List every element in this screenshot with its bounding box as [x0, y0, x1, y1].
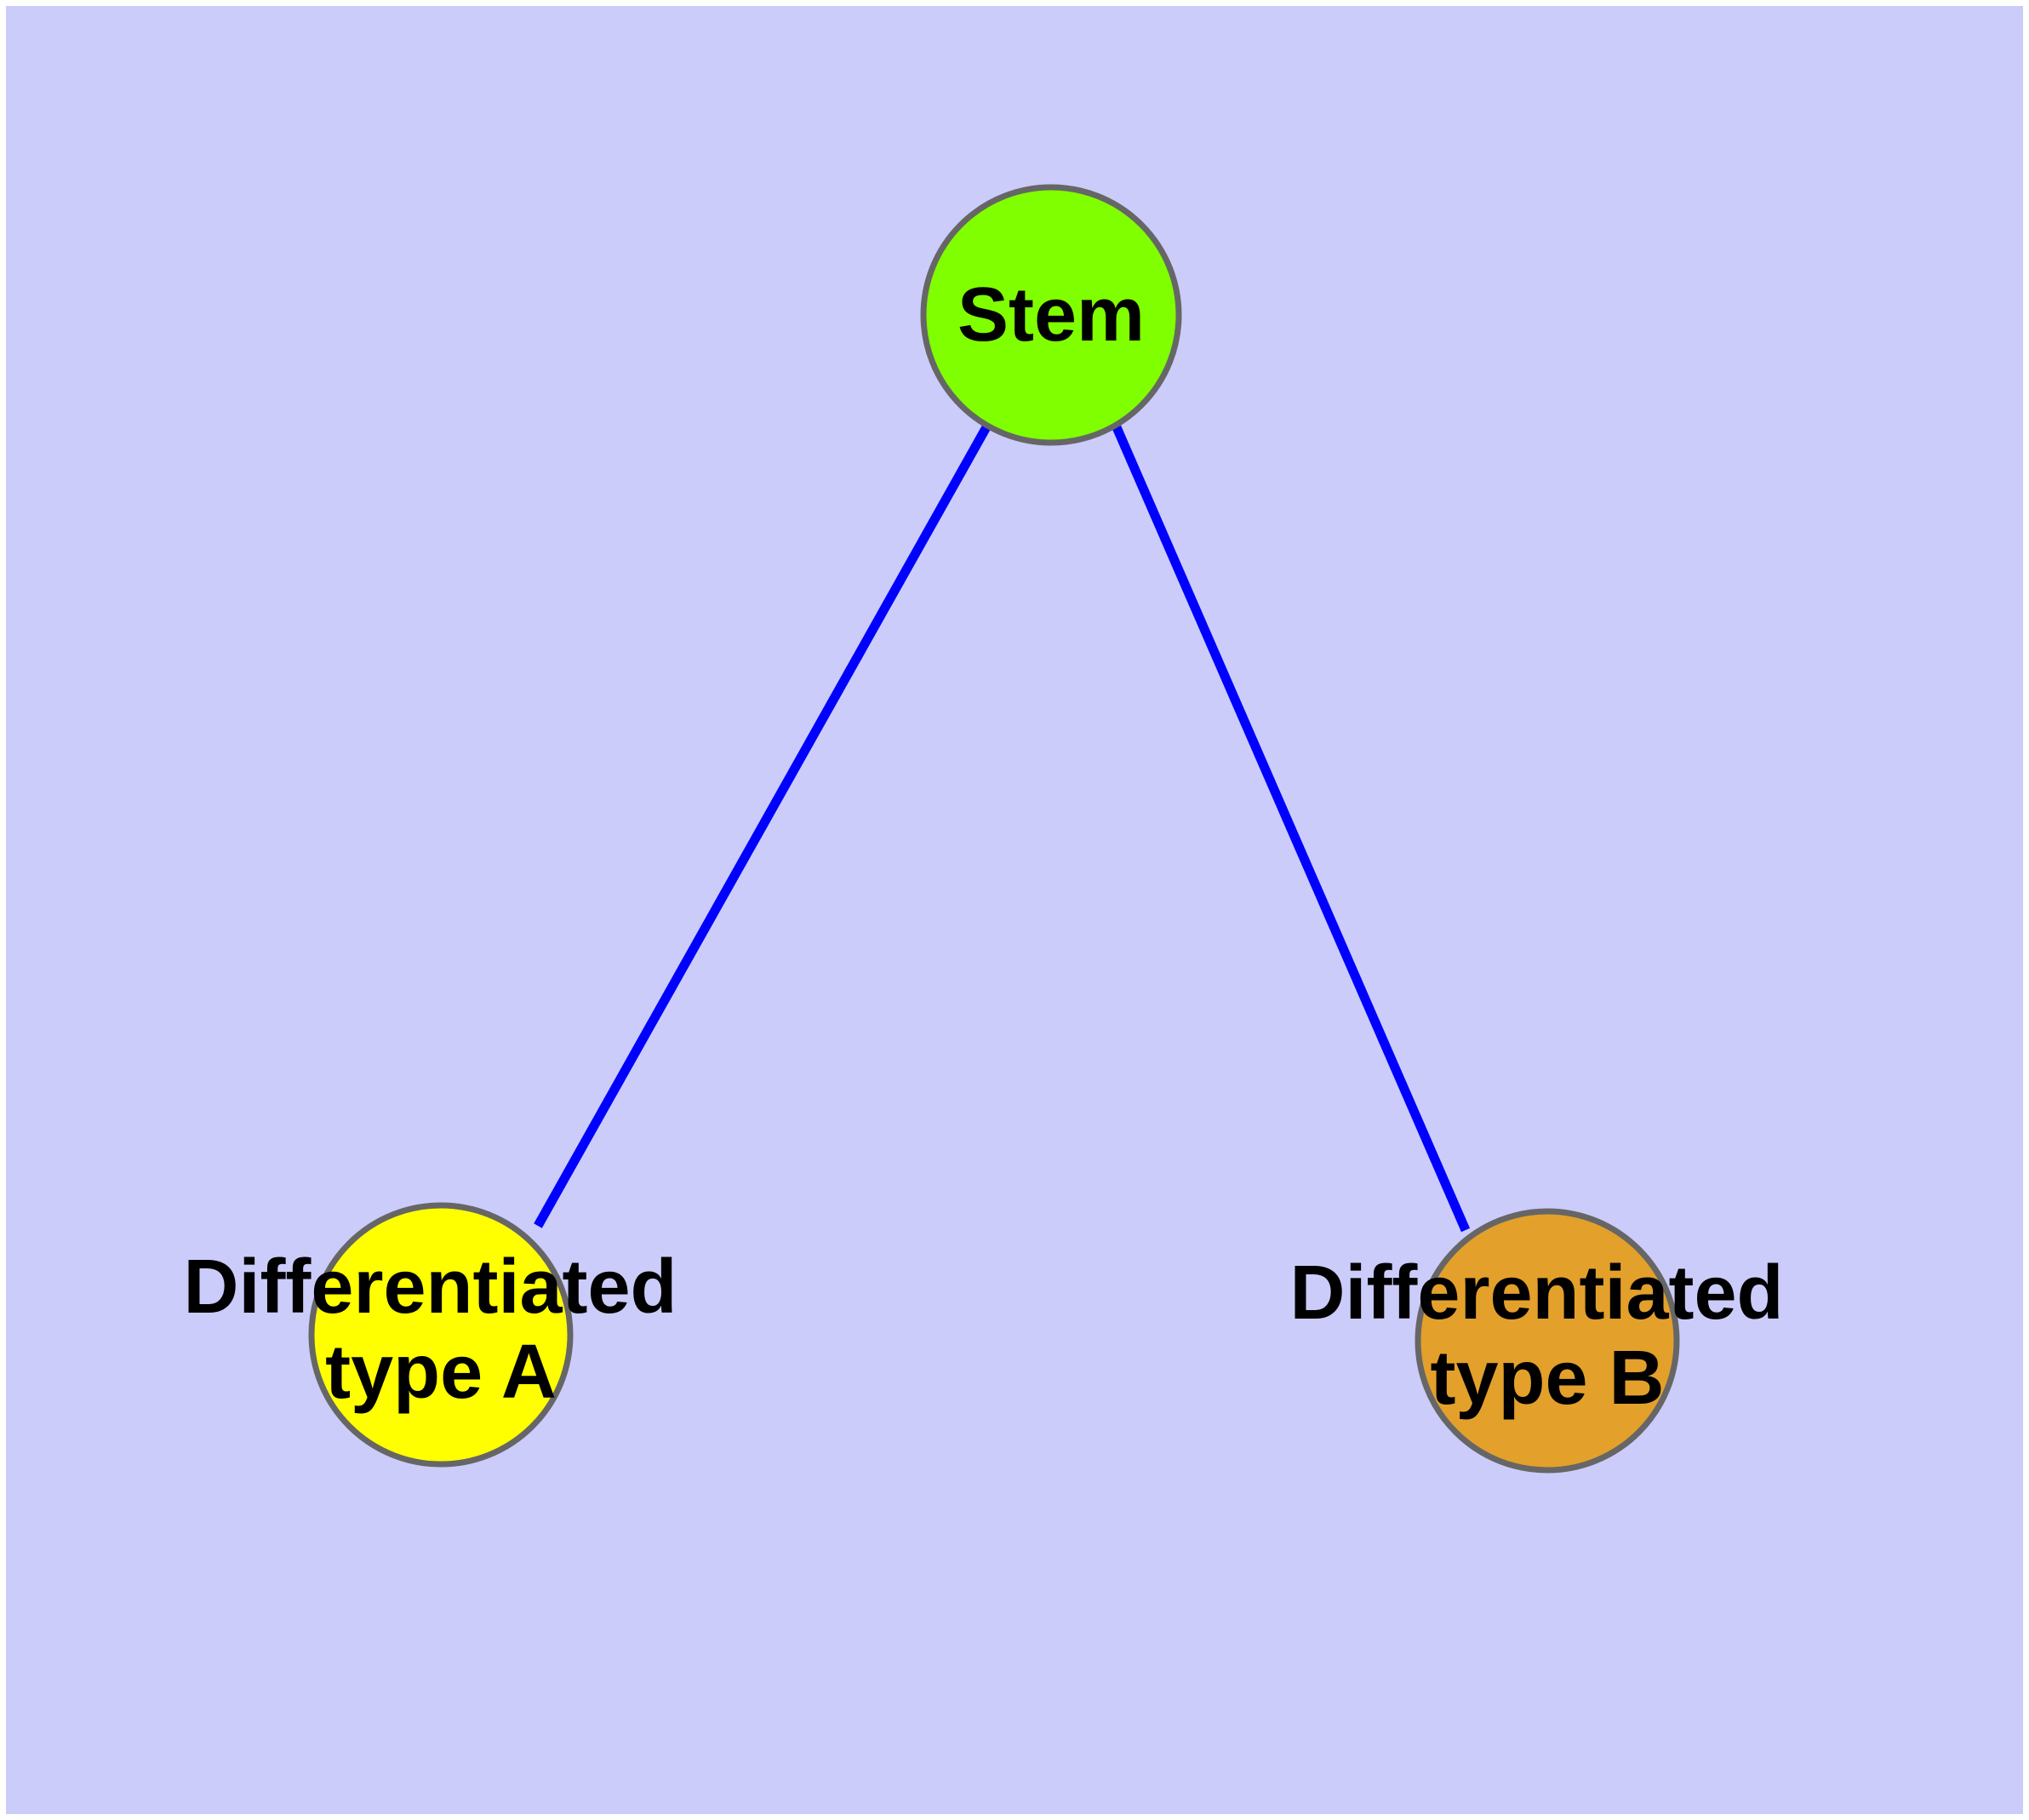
node-differentiated-type-b-circle[interactable]: [1415, 1208, 1680, 1474]
node-stem-label: Stem: [957, 272, 1145, 358]
node-differentiated-type-b-label-line-2: type B: [1430, 1336, 1664, 1421]
node-stem-label-line-1: Stem: [957, 272, 1145, 358]
node-differentiated-type-a-label-line-1: Differentiated: [183, 1245, 677, 1330]
node-differentiated-type-b-label-line-1: Differentiated: [1289, 1251, 1783, 1336]
node-differentiated-type-b[interactable]: [1415, 1208, 1680, 1474]
edge-layer: [534, 423, 1471, 1233]
node-stem-circle[interactable]: [920, 184, 1182, 446]
label-layer: Stem Differentiated type A Differentiate…: [183, 272, 1804, 1421]
node-differentiated-type-a-label: Differentiated type A: [183, 1245, 698, 1415]
edge-stem-to-differentiated-type-a[interactable]: [534, 423, 992, 1228]
node-differentiated-type-a-label-line-2: type A: [325, 1330, 557, 1415]
node-layer: [308, 184, 1680, 1474]
edge-stem-to-differentiated-type-b[interactable]: [1112, 425, 1471, 1233]
node-differentiated-type-a-circle[interactable]: [308, 1202, 574, 1468]
node-differentiated-type-a[interactable]: [308, 1202, 574, 1468]
node-stem[interactable]: [920, 184, 1182, 446]
node-differentiated-type-b-label: Differentiated type B: [1289, 1251, 1804, 1421]
